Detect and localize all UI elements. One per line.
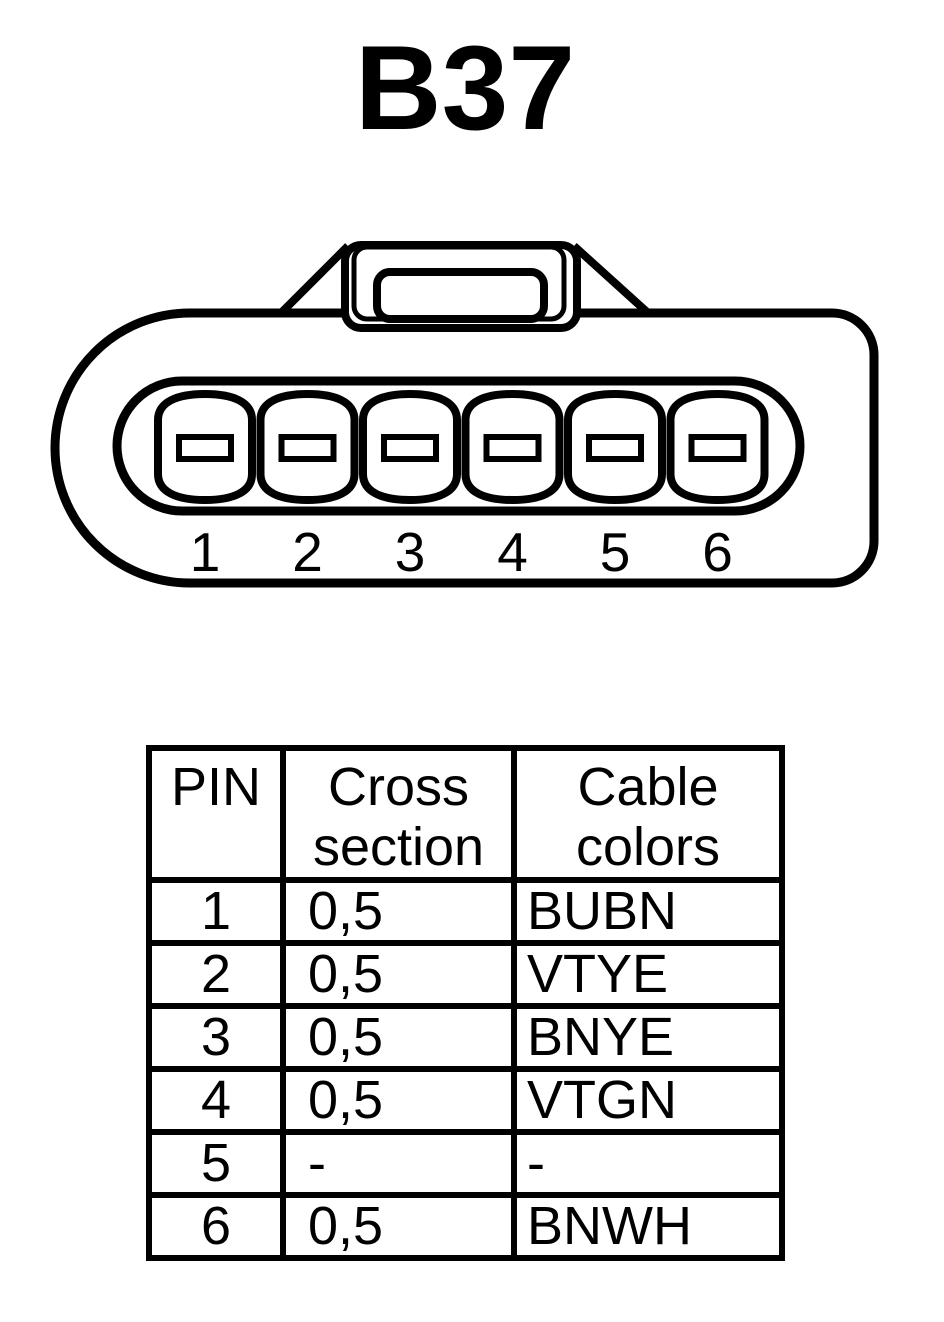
- pin-numbers: 1 2 3 4 5 6: [190, 521, 733, 583]
- pin-cavity-6: [666, 389, 769, 505]
- table-row: 1 0,5 BUBN: [146, 877, 785, 946]
- header-cross-section: Cross section: [280, 745, 517, 883]
- latch-tab-right-slant: [571, 243, 650, 315]
- table-row: 5 - -: [146, 1129, 785, 1198]
- latch-window: [373, 268, 548, 323]
- pin-slots: [176, 434, 747, 462]
- connector-diagram: 1 2 3 4 5 6: [50, 241, 879, 588]
- pin-cavity-5: [564, 389, 666, 505]
- cell-cross-section: 0,5: [280, 1066, 517, 1135]
- cell-cable-color: -: [511, 1129, 785, 1198]
- cell-cable-color: VTYE: [511, 940, 785, 1009]
- pin-slot-6: [688, 434, 747, 462]
- pin-cavity-2: [256, 389, 359, 505]
- pin-number-1: 1: [190, 521, 221, 583]
- pin-cavity-3: [359, 389, 461, 505]
- cell-pin: 5: [146, 1129, 286, 1198]
- table-row: 3 0,5 BNYE: [146, 1003, 785, 1072]
- pin-slot-4: [483, 434, 542, 462]
- header-pin: PIN: [146, 745, 286, 883]
- latch-tab-left-slant: [279, 243, 351, 315]
- page-title: B37: [354, 21, 576, 155]
- pin-slot-5: [586, 434, 644, 462]
- cell-cable-color: BUBN: [511, 877, 785, 946]
- cell-cross-section: 0,5: [280, 877, 517, 946]
- cell-cross-section: -: [280, 1129, 517, 1198]
- pin-number-3: 3: [395, 521, 426, 583]
- table-row: 2 0,5 VTYE: [146, 940, 785, 1009]
- pin-number-6: 6: [702, 521, 733, 583]
- pin-slot-3: [381, 434, 439, 462]
- pin-recess: [112, 376, 805, 516]
- pin-cavities: [154, 389, 769, 505]
- pin-number-5: 5: [600, 521, 631, 583]
- table-row: 6 0,5 BNWH: [146, 1192, 785, 1261]
- pin-number-2: 2: [292, 521, 323, 583]
- cell-pin: 3: [146, 1003, 286, 1072]
- cell-cross-section: 0,5: [280, 1003, 517, 1072]
- cell-pin: 4: [146, 1066, 286, 1135]
- cell-pin: 1: [146, 877, 286, 946]
- connector-body: [50, 308, 879, 588]
- pin-cavity-1: [154, 389, 256, 505]
- cell-cross-section: 0,5: [280, 940, 517, 1009]
- cell-pin: 2: [146, 940, 286, 1009]
- pin-slot-2: [278, 434, 337, 462]
- header-cable-colors: Cable colors: [511, 745, 785, 883]
- table-row: 4 0,5 VTGN: [146, 1066, 785, 1135]
- pin-cavity-4: [461, 389, 564, 505]
- cell-cross-section: 0,5: [280, 1192, 517, 1261]
- cell-cable-color: VTGN: [511, 1066, 785, 1135]
- pin-table-header-row: PIN Cross section Cable colors: [146, 745, 785, 883]
- pin-number-4: 4: [497, 521, 528, 583]
- pin-slot-1: [176, 434, 234, 462]
- cell-cable-color: BNWH: [511, 1192, 785, 1261]
- cell-cable-color: BNYE: [511, 1003, 785, 1072]
- pin-table: PIN Cross section Cable colors 1 0,5 BUB…: [146, 745, 785, 1261]
- cell-pin: 6: [146, 1192, 286, 1261]
